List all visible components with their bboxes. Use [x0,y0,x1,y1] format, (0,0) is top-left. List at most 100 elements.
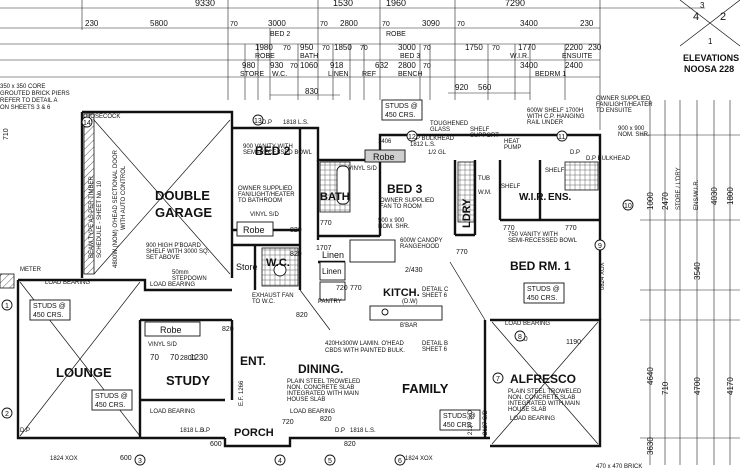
note-dining-3: INTEGRATED WITH MAIN [287,391,359,397]
dim-ref: REF [362,71,376,78]
dim-1770: 1770 [518,43,536,52]
dim-918: 918 [330,61,344,70]
dim-2800-study: 70 [150,353,159,362]
note-ens-owner-2: FAN/LIGHT/HEATER [596,102,653,108]
dim-820: 820 [222,326,234,333]
grid-marker-3: 3 [138,458,142,465]
dim-1190: 1190 [566,339,581,346]
dim-920: 920 [455,83,469,92]
robe-bed2-label: Robe [243,225,265,235]
ens-tile [564,161,599,191]
dim-980: 980 [242,61,256,70]
grid-marker-8: 8 [518,334,522,341]
note-xox-c: 0824 XOX [600,262,606,290]
note-detail-b-1: DETAIL B [422,341,448,347]
grid-marker-1: 1 [5,303,9,310]
dim-600: 820 [344,441,356,448]
robe-study-label: Robe [160,325,182,335]
note-wm: W.M. [478,190,492,196]
note-1406: 1406 [378,139,392,145]
dim-3090: 3090 [422,19,440,28]
studs-label: STUDS @ [95,393,128,400]
ldry-tile [457,161,475,223]
room-kitch: KITCH. [383,287,420,299]
note-load-bearing-5: LOAD BEARING [510,416,555,422]
studs-box: STUDS @ 450 CRS. [523,282,565,304]
note-detail-c-2: SHEET 6 [422,293,448,299]
note-heat-1: HEAT [504,139,520,145]
note-toughened-2: GLASS [430,127,450,133]
dim-1960: 1960 [386,0,406,8]
grid-marker-11: 11 [558,134,565,141]
note-sd-2127-b: 2127 S/D [468,409,474,435]
note-1812-ls: 1812 L.S. [410,142,436,148]
linen-box-label: Linen [322,267,342,276]
grid-marker-12: 12 [408,134,416,141]
note-pier-3: REFER TO DETAIL A [0,98,57,104]
room-wc: W.C. [266,257,290,269]
room-study: STUDY [166,373,210,388]
note-shelf-1: SHELF [470,127,490,133]
dim-720: 770 [350,285,362,292]
room-linen: Linen [322,250,344,260]
grid-marker-5: 5 [328,458,332,465]
grid-marker-9: 9 [598,243,602,250]
dim-1530: 1530 [333,0,353,8]
note-pantry: PANTRY [318,299,342,305]
compass-label-2: 2 [720,11,726,23]
room-ens: ENS. [548,192,572,203]
studs-label: STUDS @ [33,303,66,310]
note-meter: METER [20,267,42,273]
note-ens-shr-1: 900 x 900 [618,126,645,132]
dim-9330: 9330 [195,0,215,8]
studs-label: STUDS @ [527,286,560,293]
dim-1060: 1060 [300,61,318,70]
room-ent: ENT. [240,354,266,368]
dim-770: 2/430 [405,267,423,274]
dim-1230: 1230 [190,353,208,362]
studs-box: STUDS @ 450 CRS. [91,389,133,411]
dim-70: 70 [423,45,431,52]
dim-bath: BATH [300,53,318,60]
dim-bedrm1: BEDRM 1 [535,71,566,78]
note-load-bearing-2: LOAD BEARING [150,409,195,415]
bathtub [336,165,350,205]
note-pboard-1: 900 HIGH P'BOARD [146,243,201,249]
note-wir-shelf-3: RAIL UNDER [527,120,564,126]
studs-spacing: 450 CRS. [527,295,557,302]
note-shelf-2: SUPPORT [470,133,499,139]
note-dp-3: D.P [200,428,210,434]
dim-820: 720 [282,419,294,426]
note-load-bearing-4: LOAD BEARING [505,321,550,327]
dim-2470: 1000 [646,192,655,210]
note-beam-2: SCHEDULE - SHEET No. 10 [97,180,103,258]
note-nom-shr-2: NOM. SHR. [378,224,410,230]
note-ls-1818-a: 1818 L.S. [283,120,309,126]
right-dimension-lines [640,100,740,465]
dim-3540: 2470 [661,192,670,210]
dim-70: 70 [492,45,500,52]
linen-box [319,261,346,281]
dim-70: 70 [290,63,298,70]
dim-ensuite: ENSUITE [562,53,593,60]
dim-1980: 1980 [255,43,273,52]
dim-store: STORE [240,71,264,78]
note-half-gl: 1/2 GL [428,150,447,156]
garage-side-hatch [83,113,95,275]
dim-770: 770 [503,225,515,232]
note-door-1: 4800W (NOM) O'HEAD SECTIONAL DOOR [113,149,119,268]
dim-720: 720 [336,285,348,292]
note-xox-a: 1824 XOX [50,456,78,462]
compass-label-3: 3 [700,1,705,10]
robe-bed2-box [236,221,274,237]
note-wir-shelf-1: 600W SHELF 1700H [527,108,583,114]
studs-box: STUDS @ 450 CRS. [381,99,423,121]
dim-600: 600 [210,441,222,448]
dim-1750: 1750 [465,43,483,52]
note-door-2: WITH AUTO CONTROL [121,165,127,230]
dim-70: 70 [382,21,390,28]
compass-label-1: 1 [708,37,713,46]
dim-3630: 4640 [646,367,655,385]
dim-70: 70 [230,21,238,28]
dim-560: 560 [478,83,492,92]
